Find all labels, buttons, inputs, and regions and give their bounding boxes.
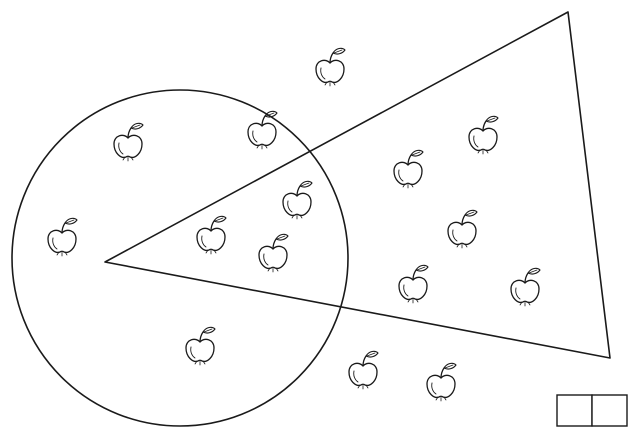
apple-icon xyxy=(394,150,423,188)
circle-set xyxy=(12,90,348,426)
apple-icon xyxy=(316,48,345,86)
answer-box[interactable] xyxy=(592,395,627,426)
shapes-layer xyxy=(12,12,610,426)
apple-icon xyxy=(399,265,428,303)
apple-icon xyxy=(259,234,288,272)
triangle-set xyxy=(105,12,610,358)
apple-icon xyxy=(197,216,226,254)
apple-icon xyxy=(469,116,498,154)
answer-box[interactable] xyxy=(557,395,592,426)
apple-icon xyxy=(511,268,540,306)
apple-icon xyxy=(448,210,477,248)
apple-icon xyxy=(48,218,77,256)
apple-icon xyxy=(283,181,312,219)
apple-icon xyxy=(349,351,378,389)
apple-icon xyxy=(114,123,143,161)
answer-area xyxy=(557,395,627,426)
apple-icon xyxy=(186,327,215,365)
apple-icon xyxy=(427,363,456,401)
